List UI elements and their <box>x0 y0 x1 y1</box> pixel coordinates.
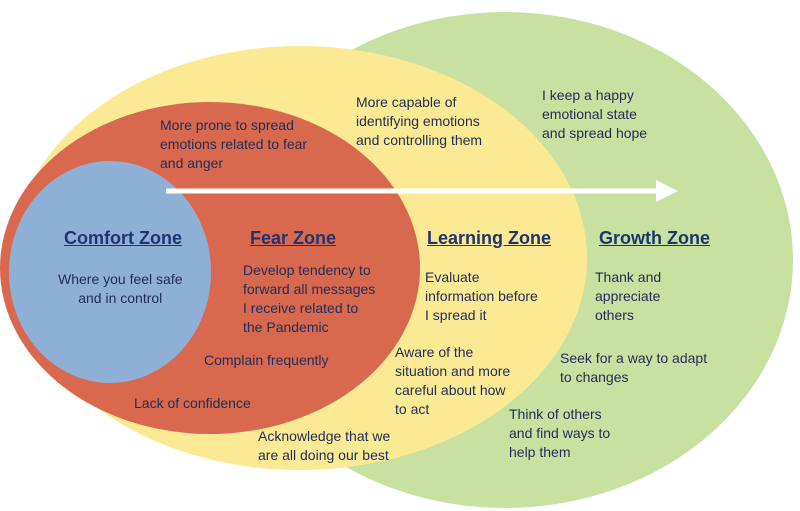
learning-item-evaluate: Evaluate information before I spread it <box>425 269 538 323</box>
progression-arrow <box>166 180 678 202</box>
growth-item-think-others: Think of others and find ways to help th… <box>509 406 611 460</box>
comfort-zone-title: Comfort Zone <box>64 228 182 248</box>
fear-item-lack-confidence: Lack of confidence <box>134 395 251 411</box>
learning-item-acknowledge: Acknowledge that we are all doing our be… <box>258 428 391 463</box>
fear-item-complain: Complain frequently <box>204 352 329 368</box>
fear-zone-title: Fear Zone <box>250 228 337 248</box>
learning-item-emotions: More capable of identifying emotions and… <box>356 94 483 148</box>
fear-item-forward-messages: Develop tendency to forward all messages… <box>243 262 376 335</box>
comfort-item-safe: Where you feel safe and in control <box>58 271 183 306</box>
growth-item-happy-state: I keep a happy emotional state and sprea… <box>542 87 648 141</box>
comfort-zone-ellipse <box>9 161 211 383</box>
learning-item-aware: Aware of the situation and more careful … <box>395 344 511 417</box>
growth-item-adapt: Seek for a way to adapt to changes <box>560 350 708 385</box>
arrow-head <box>656 180 678 202</box>
growth-zone-title: Growth Zone <box>599 228 710 248</box>
learning-zone-title: Learning Zone <box>427 228 552 248</box>
fear-item-spread-fear: More prone to spread emotions related to… <box>160 117 308 171</box>
growth-item-thank: Thank and appreciate others <box>595 269 662 323</box>
